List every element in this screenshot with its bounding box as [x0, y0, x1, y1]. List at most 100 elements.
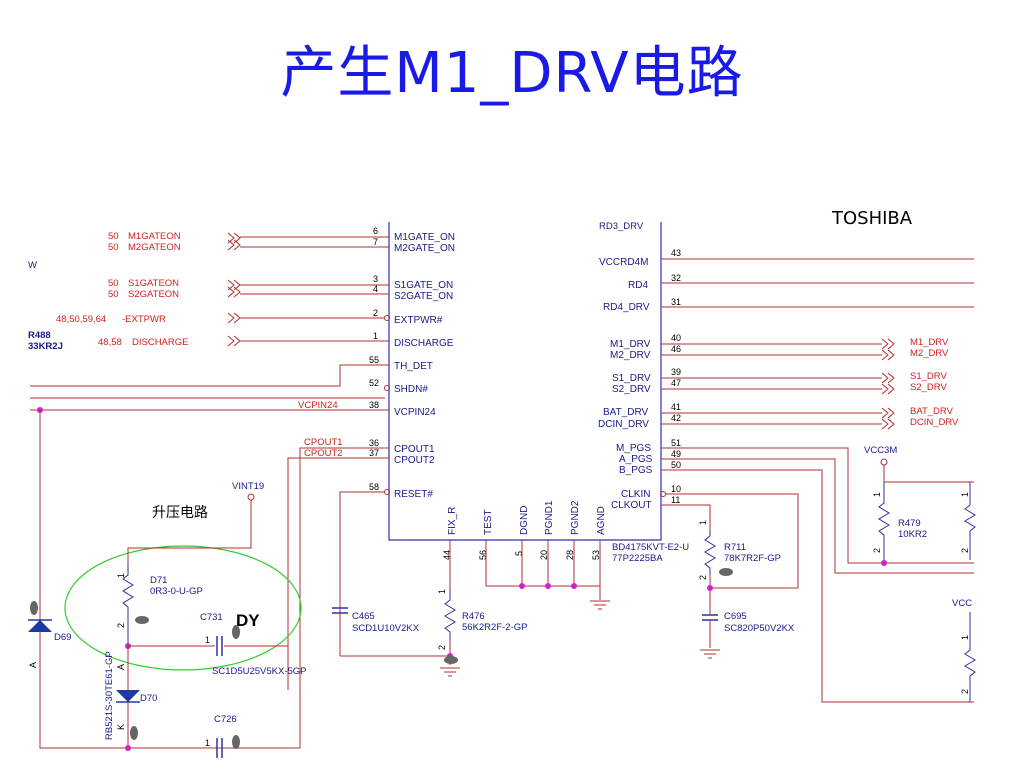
r479-ref: R479 — [898, 518, 921, 529]
svg-text:DGND: DGND — [519, 506, 530, 535]
svg-text:M_PGS: M_PGS — [616, 443, 651, 454]
dy-label: DY — [236, 611, 260, 630]
svg-text:FIX_R: FIX_R — [447, 507, 458, 535]
svg-text:31: 31 — [671, 297, 681, 307]
boost-circuit-label: 升压电路 — [152, 505, 208, 521]
svg-text:M1_DRV: M1_DRV — [910, 337, 949, 348]
net-ref: 50 — [108, 242, 119, 253]
svg-text:52: 52 — [369, 378, 379, 388]
bottom-pins: FIX_R TEST DGND PGND1 PGND2 AGND 44 56 5… — [442, 500, 607, 560]
net-label-vcpin24: VCPIN24 — [298, 400, 338, 411]
r488-ref: R488 — [28, 330, 51, 341]
svg-text:CPOUT1: CPOUT1 — [394, 444, 435, 455]
r711-ref: R711 — [724, 542, 746, 553]
svg-text:RESET#: RESET# — [394, 489, 433, 500]
svg-text:M1GATE_ON: M1GATE_ON — [394, 232, 455, 243]
svg-text:SHDN#: SHDN# — [394, 384, 428, 395]
boost-circuit-outline — [64, 545, 302, 671]
vcc-partial-label: VCC — [952, 598, 972, 609]
svg-text:M2_DRV: M2_DRV — [910, 348, 949, 359]
svg-text:K: K — [116, 724, 126, 730]
svg-text:37: 37 — [369, 448, 379, 458]
svg-text:1: 1 — [205, 738, 210, 748]
r-partial-symbol-2 — [964, 612, 976, 702]
svg-text:VCPIN24: VCPIN24 — [394, 407, 436, 418]
right-wires — [660, 258, 974, 703]
vcc3m-label: VCC3M — [864, 445, 897, 456]
svg-text:BAT_DRV: BAT_DRV — [603, 407, 649, 418]
svg-text:DCIN_DRV: DCIN_DRV — [598, 419, 649, 430]
svg-text:46: 46 — [671, 344, 681, 354]
c731-ref: C731 — [200, 612, 223, 623]
d71-value: 0R3-0-U-GP — [150, 586, 203, 597]
svg-text:A: A — [116, 664, 126, 670]
svg-text:A_PGS: A_PGS — [619, 454, 653, 465]
r479-value: 10KR2 — [898, 529, 927, 540]
svg-text:S1_DRV: S1_DRV — [612, 373, 651, 384]
svg-text:51: 51 — [671, 438, 681, 448]
d69-symbol — [28, 620, 52, 632]
svg-text:2: 2 — [437, 645, 447, 650]
right-output-nets: M1_DRV M2_DRV S1_DRV S2_DRV BAT_DRV DCIN… — [910, 337, 959, 428]
c465-ref: C465 — [352, 611, 375, 622]
c465-value: SCD1U10V2KX — [352, 623, 420, 634]
d70-symbol — [116, 690, 140, 702]
svg-text:5: 5 — [514, 551, 524, 556]
d70-label: D70 — [140, 693, 157, 704]
r711-value: 78K7R2F-GP — [724, 553, 781, 564]
svg-text:28: 28 — [565, 550, 575, 560]
left-wires — [30, 236, 390, 748]
svg-text:A: A — [28, 662, 38, 668]
left-connector-arrows — [227, 232, 241, 347]
svg-text:32: 32 — [671, 273, 681, 283]
svg-text:6: 6 — [373, 226, 378, 236]
c695-ref: C695 — [724, 611, 747, 622]
svg-text:PGND1: PGND1 — [544, 500, 555, 535]
left-chip-pins: M1GATE_ON M2GATE_ON S1GATE_ON S2GATE_ON … — [394, 232, 455, 500]
svg-text:BAT_DRV: BAT_DRV — [910, 406, 954, 417]
svg-text:AGND: AGND — [596, 506, 607, 535]
svg-text:50: 50 — [671, 460, 681, 470]
svg-text:CLKIN: CLKIN — [621, 489, 650, 500]
svg-text:VCCRD4M: VCCRD4M — [599, 257, 648, 268]
svg-text:2: 2 — [960, 548, 970, 553]
d69-label: D69 — [54, 632, 71, 643]
vint19-label: VINT19 — [232, 481, 264, 492]
svg-text:3: 3 — [373, 274, 378, 284]
svg-text:49: 49 — [671, 449, 681, 459]
svg-text:M2_DRV: M2_DRV — [610, 350, 651, 361]
net-label: M1GATEON — [128, 231, 181, 242]
r488-value: 33KR2J — [28, 341, 63, 352]
r476-ref: R476 — [462, 611, 485, 622]
svg-text:47: 47 — [671, 378, 681, 388]
svg-text:CPOUT2: CPOUT2 — [394, 455, 435, 466]
svg-text:RD4_DRV: RD4_DRV — [603, 302, 650, 313]
page-title: 产生M1_DRV电路 — [280, 41, 744, 106]
svg-text:S2_DRV: S2_DRV — [612, 384, 651, 395]
svg-text:20: 20 — [539, 550, 549, 560]
c695-value: SC820P50V2KX — [724, 623, 795, 634]
net-ref: 50 — [108, 289, 119, 300]
svg-text:CLKOUT: CLKOUT — [611, 500, 652, 511]
r476-symbol — [444, 590, 456, 640]
right-chip-pins: VCCRD4M RD4 RD4_DRV M1_DRV M2_DRV S1_DRV… — [598, 257, 653, 511]
svg-text:2: 2 — [116, 623, 126, 628]
svg-text:2: 2 — [872, 548, 882, 553]
svg-text:1: 1 — [205, 635, 210, 645]
svg-text:2: 2 — [698, 575, 708, 580]
r711-symbol — [704, 530, 716, 575]
right-output-arrows — [881, 338, 895, 430]
svg-text:2: 2 — [373, 308, 378, 318]
right-pin-numbers: 43 32 31 40 46 39 47 41 42 51 49 50 10 1… — [671, 248, 681, 505]
net-label-cpout1: CPOUT1 — [304, 437, 343, 448]
net-label: -EXTPWR — [122, 314, 166, 325]
svg-text:1: 1 — [373, 331, 378, 341]
svg-text:1: 1 — [960, 635, 970, 640]
net-label: DISCHARGE — [132, 337, 188, 348]
net-label-cpout2: CPOUT2 — [304, 448, 343, 459]
svg-text:DCIN_DRV: DCIN_DRV — [910, 417, 959, 428]
svg-text:S1GATE_ON: S1GATE_ON — [394, 280, 453, 291]
svg-text:10: 10 — [671, 484, 681, 494]
svg-text:M2GATE_ON: M2GATE_ON — [394, 243, 455, 254]
svg-text:1: 1 — [116, 573, 126, 578]
